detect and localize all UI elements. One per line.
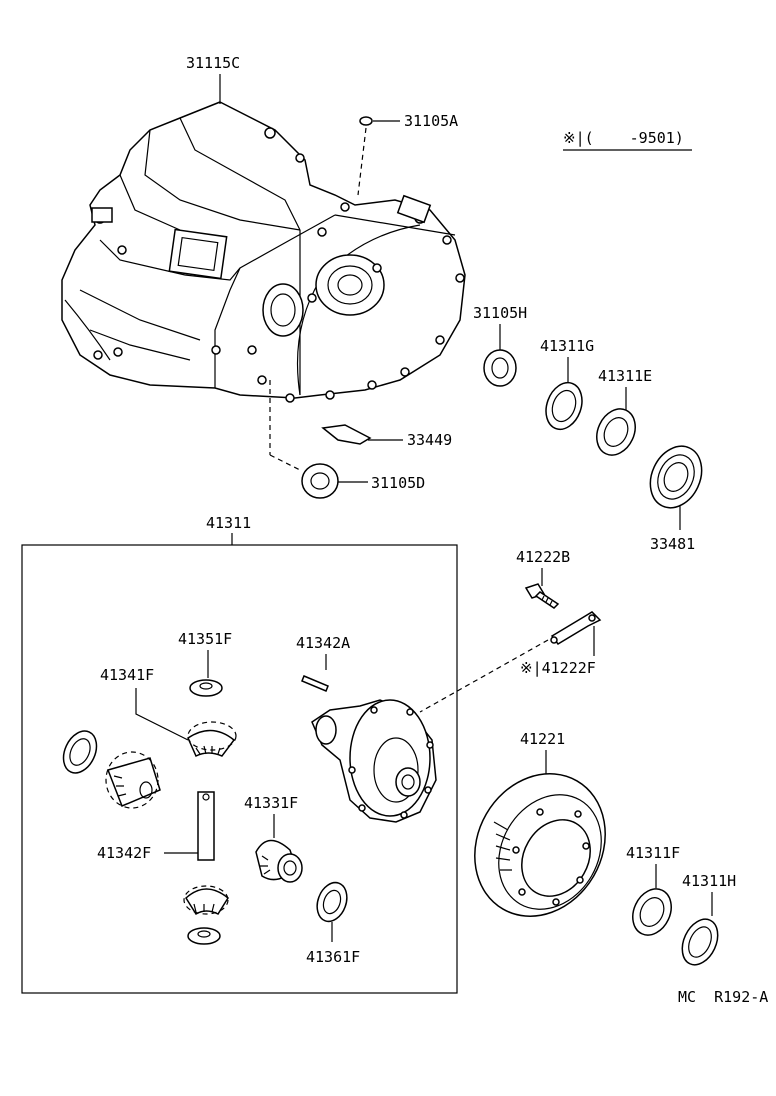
oil-seal-33481 [649,445,703,509]
side-gear-bottom-part [185,888,229,916]
bearing-41311E [596,408,636,456]
note-bar: | [576,129,585,147]
figure-code: MC R192-A [678,988,768,1006]
label-41311: 41311 [206,514,251,532]
label-41342A: 41342A [296,634,350,652]
label-31105A: 31105A [404,112,458,130]
label-41351F: 41351F [178,630,232,648]
washer-41351F [189,679,223,697]
svg-text:※|(-9501): ※|( -9501) [563,129,684,147]
thrust-washer-left [62,730,98,774]
label-41331F: 41331F [244,794,298,812]
label-41311F: 41311F [626,844,680,862]
label-41221: 41221 [520,730,565,748]
callout-41311F: 41311F [626,844,680,936]
label-31115C: 31115C [186,54,240,72]
applicability-note: ※|( -9501) [563,129,692,151]
callout-31105D: 31105D [269,380,425,499]
callout-41311G: 41311G [540,337,594,431]
callout-33449: 33449 [321,424,452,449]
label-41341F: 41341F [100,666,154,684]
label-41222F-code: 41222F [542,659,596,677]
differential-case [311,699,437,823]
label-31105H: 31105H [473,304,527,322]
label-41311G: 41311G [540,337,594,355]
label-41222F: ※|41222F [520,659,596,677]
callout-31115C: 31115C [186,54,240,104]
callout-31105H: 31105H [473,304,527,387]
label-41361F: 41361F [306,948,360,966]
callout-41361F: 41361F [306,881,360,966]
plug-31105A [359,116,373,126]
note-symbol: ※ [563,129,576,147]
note-range-end: -9501) [630,129,684,147]
oil-seal-31105H [483,349,517,387]
oil-seal-31105D [301,463,339,499]
clip-33449 [321,424,372,445]
label-41222F-marker: ※| [520,659,542,677]
callout-41331F: 41331F [244,794,303,883]
callout-31105A: 31105A [357,112,458,196]
callout-41221: 41221 [474,730,606,917]
shim-41311G [545,381,583,431]
label-33449: 33449 [407,431,452,449]
callout-41342F: 41342F [97,791,215,862]
label-41222B: 41222B [516,548,570,566]
pinion-gear-left [107,757,161,807]
differential-group-box [21,544,458,994]
label-41342F: 41342F [97,844,151,862]
side-gear-bottom [183,885,229,916]
shim-41311H [681,918,719,966]
washer-left [62,730,98,774]
side-gear-41341F [187,729,236,758]
callout-41341F: 41341F [100,666,237,758]
label-31105D: 31105D [371,474,425,492]
shaft-41342F [197,791,215,861]
callout-41311: 41311 [21,514,458,994]
bearing-41311F [632,888,672,936]
callout-33481: 33481 [649,445,703,553]
callout-41311H: 41311H [681,872,736,966]
transaxle-case [61,101,466,403]
callout-41222B: 41222B [516,548,570,609]
washer-41361F [316,881,348,923]
callout-41222F: ※|41222F [419,611,602,713]
label-41311H: 41311H [682,872,736,890]
note-open: ( [585,129,594,147]
label-33481: 33481 [650,535,695,553]
washer-bottom [187,927,221,945]
pinion-left [105,751,161,809]
callout-41342A: 41342A [296,634,350,692]
pin-41342A [301,675,329,692]
washer-bottom-part [187,927,221,945]
callout-41311E: 41311E [596,367,652,456]
label-41311E: 41311E [598,367,652,385]
lock-plate-41222F [550,611,602,645]
callout-41351F: 41351F [178,630,232,697]
